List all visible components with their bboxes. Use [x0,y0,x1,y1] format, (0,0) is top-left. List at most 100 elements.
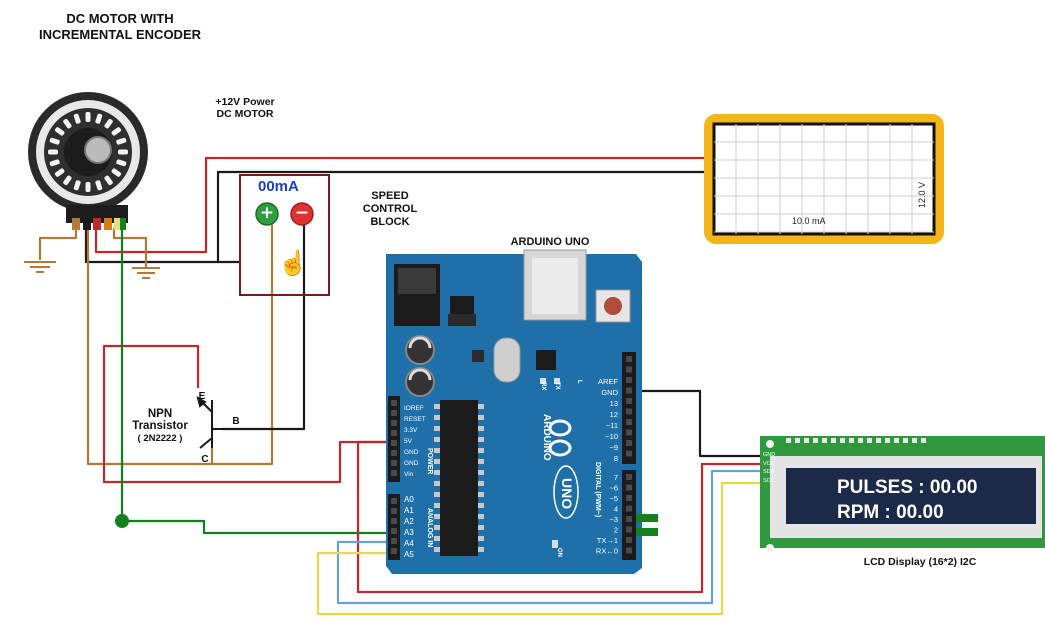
power-label-line2: DC MOTOR [216,108,274,120]
arduino-uno-board [386,249,658,574]
wire-black-base [222,222,306,431]
scope-voltage-readout: 12.0 V [917,181,927,208]
npn-label-line1: NPN [147,408,173,420]
digital-pin-label: ~5 [609,494,618,503]
lcd-pin-vcc: VCC [763,461,775,467]
encoder-slot [54,168,65,177]
encoder-slot [48,149,58,155]
tx-led-text: TX [554,382,560,390]
wire-red-emitter [102,344,392,484]
wire-brown-ground-right [112,228,148,268]
plus-terminal-icon [255,202,279,226]
analog-pin-label: A0 [404,495,414,504]
digital-pin-label: GND [601,388,618,397]
analog-header-text: ANALOG IN [426,508,433,547]
pin-c-label: C [201,454,209,465]
power-label-line1: +12V Power [215,96,275,108]
speed-label-line1: SPEED [371,190,409,202]
motor-title-line1: DC MOTOR WITH [66,11,174,26]
speed-label-line2: CONTROL [362,203,418,215]
digital-pin-label: TX→1 [597,536,618,545]
lcd-line-1: PULSES : 00.00 [837,477,978,498]
power-pin-label: 5V [404,438,413,445]
wire-red-motor-power [94,156,708,254]
npn-transistor [196,395,224,449]
digital-pin-label: RX←0 [596,547,618,556]
encoder-slot [111,168,122,177]
speed-control-box [239,174,330,296]
encoder-slot [73,113,81,124]
plus-sign[interactable]: + [259,203,275,223]
encoder-slot [116,159,127,167]
wire-yellow-lcd-scl [316,481,762,616]
pin-b-label: B [232,416,240,427]
wire-black-lcd-gnd [634,389,762,458]
lcd-pin-scl: SCL [763,478,774,484]
power-pin-label: Vin [404,471,414,478]
encoder-slot [104,118,113,129]
encoder-slot [111,127,122,136]
lcd-display-module [760,436,1045,552]
digital-header-text: DIGITAL (PWM~) [594,462,601,517]
analog-pin-label: A2 [404,517,414,526]
encoder-slot [49,137,60,145]
digital-pin-label: ~10 [605,432,618,441]
npn-label-line2: Transistor [132,420,188,432]
hand-pointer-icon: ☝ [278,250,308,277]
analog-pin-label: A3 [404,528,414,537]
encoder-slot [63,118,72,129]
digital-pin-label: ~6 [609,484,618,493]
analog-pin-label: A5 [404,550,414,559]
power-pin-label: RESET [404,416,426,423]
power-pin-label: GND [404,460,419,467]
rx-led-text: RX [540,382,546,390]
analog-pin-label: A4 [404,539,414,548]
encoder-slot [54,127,65,136]
power-header-text: POWER [426,448,433,474]
digital-pin-label: 8 [614,454,618,463]
encoder-slot [73,180,81,191]
pin-e-label: E [198,391,206,402]
dc-motor-encoder [28,92,148,230]
digital-pin-label: ~9 [609,443,618,452]
power-pin-label: IOREF [404,405,424,412]
npn-label-line3: ( 2N2222 ) [137,433,183,444]
lcd-label: LCD Display (16*2) I2C [863,556,977,568]
arduino-brand-text: ARDUINO [541,414,552,461]
lcd-line-2: RPM : 00.00 [837,502,944,523]
encoder-slot [116,137,127,145]
digital-pin-label: ~3 [609,515,618,524]
ground-symbol-right [132,267,160,279]
power-pin-label: 3.3V [404,427,418,434]
digital-pin-label: ~11 [606,421,618,430]
encoder-slot [104,175,113,186]
oscilloscope [704,114,944,244]
lcd-pin-sda: SDA [763,469,775,475]
digital-pin-label: 12 [610,410,618,419]
encoder-slot [95,180,103,191]
wire-green-signal [120,228,655,535]
ammeter-reading: 00mA [258,178,299,195]
wire-red-lcd-vcc [356,440,762,594]
digital-pin-label: 4 [614,505,618,514]
minus-sign[interactable]: − [294,203,310,223]
digital-pin-label: 7 [614,473,618,482]
speed-label-line3: BLOCK [370,216,410,228]
junction-dot [115,514,129,528]
encoder-slot [85,112,91,122]
motor-title-line2: INCREMENTAL ENCODER [38,27,202,42]
lcd-pin-gnd: GND [763,452,776,458]
arduino-logo-icon [548,419,572,457]
encoder-slot [95,113,103,124]
wire-blue-lcd-sda [336,469,762,605]
encoder-slot [118,149,128,155]
arduino-label: ARDUINO UNO [510,236,590,248]
encoder-slot [49,159,60,167]
digital-pin-label: 2 [614,526,618,535]
on-led-text: ON [556,548,562,557]
wire-brown-collector [86,218,274,466]
scope-current-readout: 10.0 mA [792,216,826,226]
ground-symbol-left [24,261,56,273]
